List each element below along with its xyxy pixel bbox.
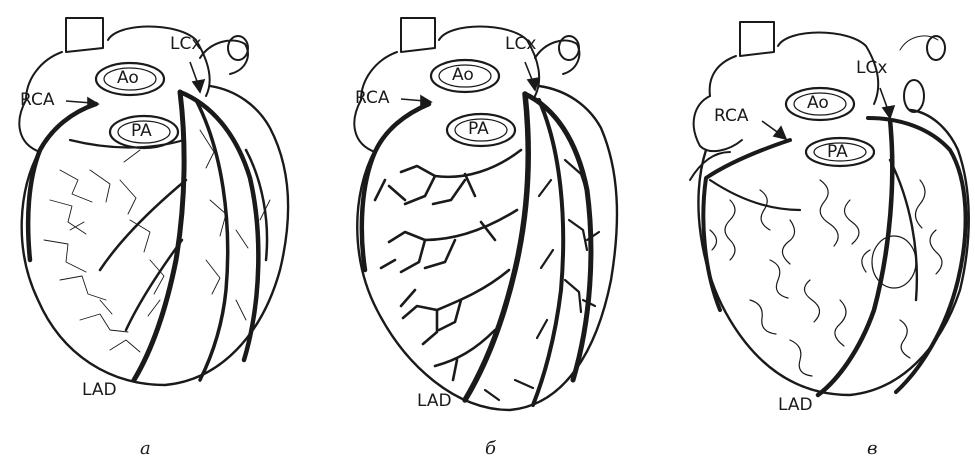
vessel-outline: [535, 40, 579, 74]
panel-c: Ao PA LCx RCA LAD в: [650, 0, 975, 463]
label-rca: RCA: [355, 90, 389, 107]
label-rca: RCA: [20, 92, 54, 109]
coronary-lad: [465, 94, 528, 400]
coronary-branch: [100, 180, 186, 270]
label-ao: Ao: [452, 67, 474, 84]
label-lcx: LCx: [170, 36, 201, 53]
microvessel-network: [44, 130, 270, 352]
label-lcx: LCx: [856, 60, 887, 77]
vessel-outline: [710, 56, 736, 96]
dendritic-vessels: [375, 150, 521, 380]
vessel-outline: [904, 80, 924, 112]
label-lcx: LCx: [505, 36, 536, 53]
panel-caption: б: [485, 440, 496, 458]
panel-a: Ao PA LCx RCA LAD а: [0, 0, 325, 463]
label-lad: LAD: [778, 397, 813, 414]
coronary-branch: [196, 100, 228, 380]
label-rca: RCA: [714, 108, 748, 125]
label-pa: PA: [468, 121, 489, 138]
coronary-branch: [126, 240, 182, 330]
coronary-rca: [362, 104, 429, 270]
coronary-lcx: [525, 94, 591, 380]
label-ao: Ao: [117, 70, 139, 87]
coronary-lcx: [180, 92, 258, 360]
vessel-outline: [228, 36, 248, 60]
label-pa: PA: [827, 144, 848, 161]
label-lad: LAD: [417, 393, 452, 410]
heart-illustration-a: [0, 0, 325, 463]
coronary-branch: [533, 100, 563, 405]
vessel-outline: [200, 40, 248, 74]
vessel-outline: [559, 36, 579, 60]
panel-b: Ao PA LCx RCA LAD б: [325, 0, 650, 463]
coronary-branch: [710, 180, 800, 210]
label-ao: Ao: [807, 95, 829, 112]
panel-caption: в: [867, 440, 877, 458]
panel-caption: а: [140, 440, 151, 458]
vessel-outline: [66, 18, 103, 52]
coronary-rca: [28, 104, 96, 260]
vessel-outline: [927, 36, 945, 60]
label-lad: LAD: [82, 382, 117, 399]
vessel-outline: [740, 22, 774, 56]
heart-illustration-b: [325, 0, 650, 463]
heart-illustration-c: [650, 0, 975, 463]
vessel-outline: [401, 18, 435, 52]
label-pa: PA: [131, 123, 152, 140]
